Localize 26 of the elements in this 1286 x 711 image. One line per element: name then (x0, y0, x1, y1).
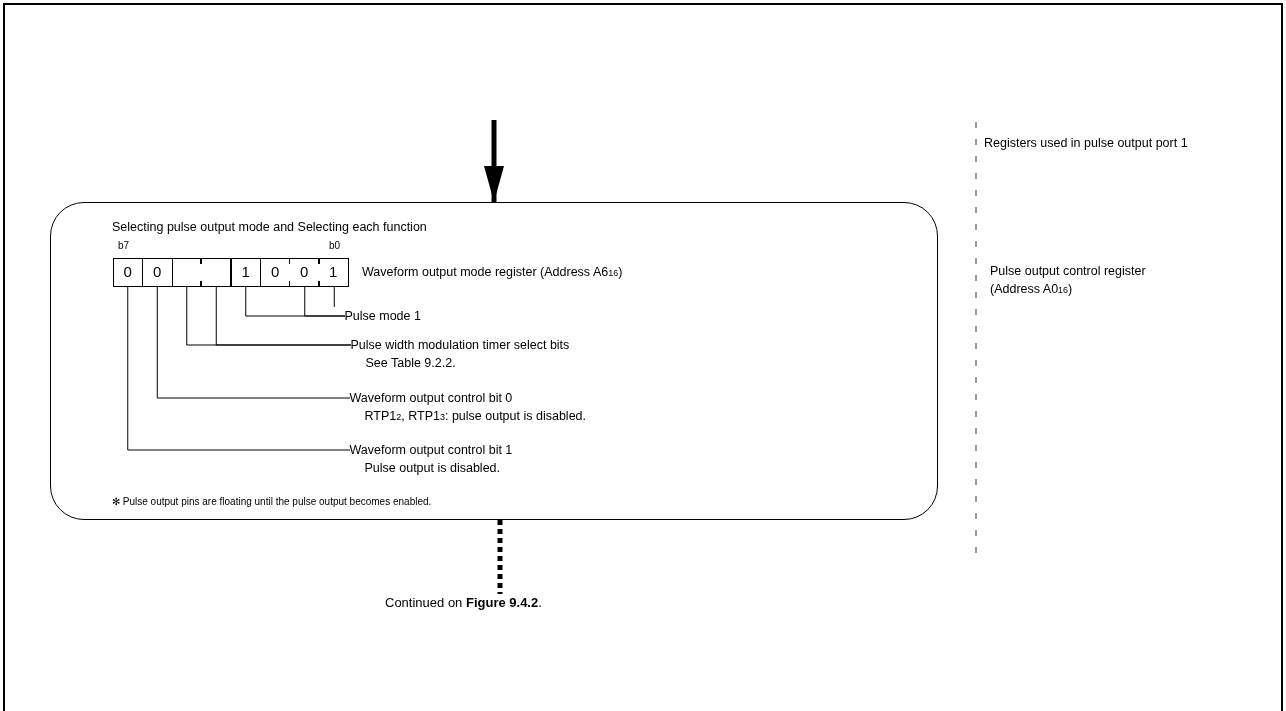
bit-field-name: Waveform output control bit 0 (349, 389, 513, 407)
bit-setting-note: Pulse output is disabled. (364, 459, 500, 477)
register-bit-cell: 1 (230, 257, 260, 287)
bit-field-name: Waveform output control bit 1 (349, 441, 513, 459)
leader-line (304, 286, 346, 317)
leader-line (127, 286, 351, 451)
leader-line (333, 286, 335, 308)
rounded-panel (50, 202, 938, 520)
bit-setting-note: See Table 9.2.2. (365, 354, 456, 372)
register-bit-cell: 0 (260, 257, 290, 287)
section-heading: Registers used in pulse output port 1 (984, 135, 1188, 152)
bit-description: Pulse mode 1 (344, 306, 465, 325)
continuation-note: Continued on Figure 9.4.2. (385, 594, 615, 614)
register-bit-cell: 0 (142, 257, 172, 287)
leader-line (156, 286, 351, 399)
bit-field-name: Pulse width modulation timer select bits (350, 336, 570, 354)
leader-line (215, 286, 352, 346)
register-bit-cell: 0 (112, 257, 142, 287)
panel-heading: Selecting pulse output mode and Selecting each function (112, 219, 427, 236)
arrow (484, 120, 504, 202)
footnote: ✻ Pulse output pins are floating until the pulse output becomes enabled. (112, 495, 432, 509)
b-label: b0 (329, 239, 341, 253)
register-bit-cell (201, 257, 231, 287)
b-label: b7 (118, 239, 130, 253)
register-bit-cell: 1 (319, 257, 349, 287)
dotted-connector (497, 520, 503, 594)
